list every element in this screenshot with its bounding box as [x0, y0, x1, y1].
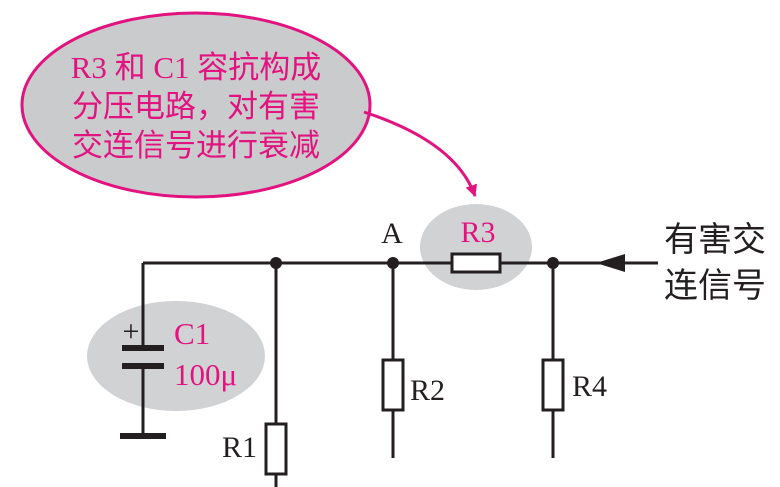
r1-label: R1 — [222, 431, 257, 464]
ground-bar — [120, 433, 166, 439]
callout-arrow — [363, 110, 478, 197]
signal-label-line-1: 有害交 — [664, 221, 766, 259]
r4-resistor — [541, 358, 565, 412]
junction-dot — [547, 257, 559, 269]
junction-dot — [270, 257, 282, 269]
node-a-label: A — [381, 217, 403, 250]
c1-value-label: 100μ — [174, 357, 237, 392]
c1-highlight — [87, 301, 265, 411]
c1-name-label: C1 — [174, 316, 210, 351]
c1-plate-top — [122, 345, 164, 351]
callout-line-1: R3 和 C1 容抗构成 — [71, 50, 322, 85]
r2-resistor — [381, 358, 405, 412]
r3-label: R3 — [460, 216, 495, 249]
r3-resistor — [450, 252, 502, 274]
c1-plus-sign: + — [123, 315, 140, 348]
c1-plate-bottom — [122, 363, 164, 369]
signal-label-line-2: 连信号 — [664, 267, 766, 305]
junction-dot-a — [387, 257, 399, 269]
r4-label: R4 — [572, 370, 607, 403]
callout-line-3: 交连信号进行衰减 — [72, 128, 320, 163]
callout-line-2: 分压电路，对有害 — [72, 89, 320, 124]
signal-arrow-head — [596, 254, 625, 272]
r2-label: R2 — [410, 374, 445, 407]
callout-bubble — [20, 11, 372, 199]
r1-resistor — [264, 422, 288, 476]
r3-highlight — [420, 204, 532, 290]
